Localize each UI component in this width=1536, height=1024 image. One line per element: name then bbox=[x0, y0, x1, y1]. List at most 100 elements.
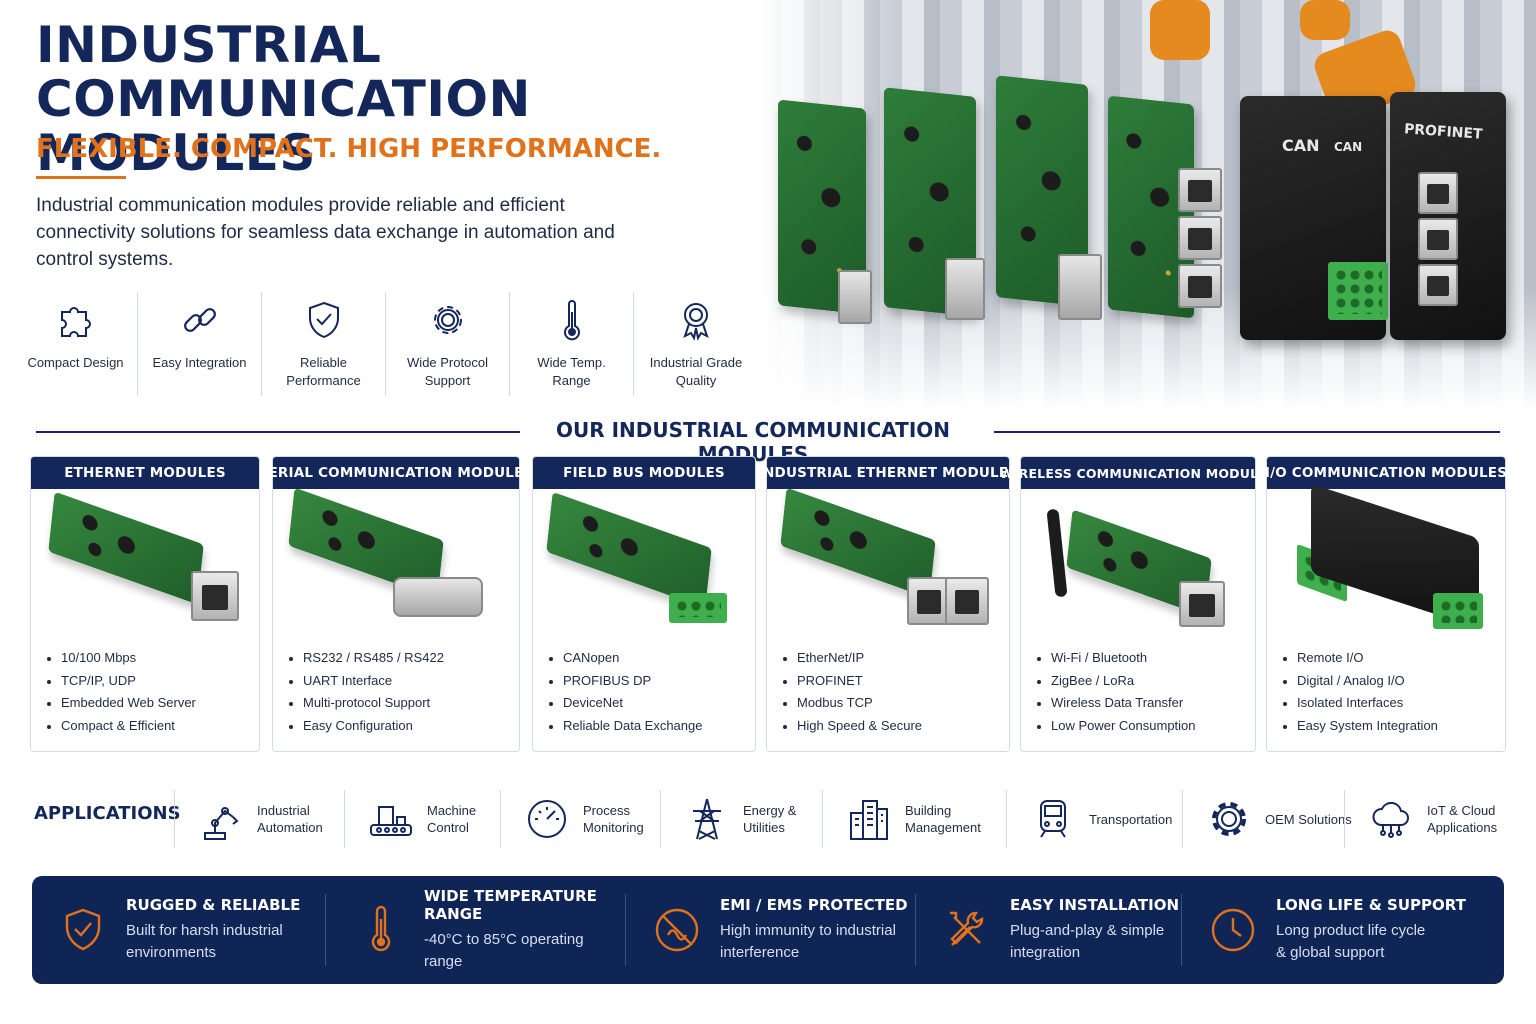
benefit-description: Plug-and-play & simple integration bbox=[1010, 922, 1165, 961]
section-divider-right bbox=[994, 431, 1500, 433]
feature-wide-protocol-support: Wide Protocol Support bbox=[386, 292, 510, 396]
application-building-management: Building Management bbox=[822, 790, 995, 848]
benefit-description: Long product life cycle & global support bbox=[1276, 922, 1426, 961]
benefit-emi-ems-protected: EMI / EMS PROTECTED High immunity to ind… bbox=[626, 894, 916, 966]
benefit-wide-temperature-range: WIDE TEMPERATURE RANGE -40°C to 85°C ope… bbox=[326, 887, 626, 970]
module-card-industrial-ethernet[interactable]: INDUSTRIAL ETHERNET MODULES EtherNet/IP … bbox=[758, 456, 1018, 752]
application-label: Energy & Utilities bbox=[743, 803, 797, 835]
list-item: CANopen bbox=[549, 647, 755, 670]
shield-check-icon bbox=[308, 301, 339, 339]
application-process-monitoring: Process Monitoring bbox=[500, 790, 673, 848]
application-label: Industrial Automation bbox=[257, 803, 323, 835]
tagline-underline bbox=[36, 176, 126, 179]
link-icon bbox=[183, 308, 216, 332]
feature-label: Industrial Grade Quality bbox=[649, 355, 743, 388]
list-item: DeviceNet bbox=[549, 692, 755, 715]
application-label: Building Management bbox=[905, 803, 981, 835]
list-item: Low Power Consumption bbox=[1037, 715, 1255, 738]
feature-label: Reliable Performance bbox=[286, 355, 361, 388]
thermometer-icon bbox=[371, 905, 391, 952]
module-feature-list: Remote I/O Digital / Analog I/O Isolated… bbox=[1267, 647, 1505, 737]
thermometer-icon bbox=[563, 300, 580, 341]
gear-icon bbox=[433, 306, 462, 334]
list-item: Wi-Fi / Bluetooth bbox=[1037, 647, 1255, 670]
train-icon bbox=[1040, 800, 1066, 838]
module-card-wireless[interactable]: WIRELESS COMMUNICATION MODULES Wi-Fi / B… bbox=[1000, 456, 1276, 752]
page-title-line1: INDUSTRIAL bbox=[36, 16, 382, 74]
page-tagline: FLEXIBLE. COMPACT. HIGH PERFORMANCE. bbox=[36, 134, 662, 164]
module-card-title: WIRELESS COMMUNICATION MODULES bbox=[1000, 457, 1276, 489]
page-title: INDUSTRIAL COMMUNICATION MODULES bbox=[36, 18, 756, 180]
io-module-image bbox=[1267, 483, 1505, 639]
gear-icon bbox=[1212, 802, 1246, 836]
application-transportation: Transportation bbox=[1006, 790, 1179, 848]
module-card-title: FIELD BUS MODULES bbox=[533, 457, 755, 489]
clock-icon bbox=[1211, 908, 1255, 952]
feature-industrial-grade-quality: Industrial Grade Quality bbox=[634, 292, 758, 396]
list-item: TCP/IP, UDP bbox=[47, 670, 259, 693]
application-label: Transportation bbox=[1089, 811, 1173, 827]
list-item: UART Interface bbox=[289, 670, 519, 693]
list-item: ZigBee / LoRa bbox=[1037, 670, 1255, 693]
application-energy-utilities: Energy & Utilities bbox=[660, 790, 833, 848]
benefit-description: Built for harsh industrial environments bbox=[126, 922, 283, 961]
list-item: PROFINET bbox=[783, 670, 1009, 693]
list-item: RS232 / RS485 / RS422 bbox=[289, 647, 519, 670]
ethernet-module-image bbox=[31, 489, 259, 639]
list-item: Compact & Efficient bbox=[47, 715, 259, 738]
application-label: IoT & Cloud Applications bbox=[1427, 803, 1498, 835]
feature-easy-integration: Easy Integration bbox=[138, 292, 262, 396]
module-card-io[interactable]: I/O COMMUNICATION MODULES Remote I/O Dig… bbox=[1265, 456, 1507, 752]
antenna-icon bbox=[1046, 508, 1068, 598]
list-item: Reliable Data Exchange bbox=[549, 715, 755, 738]
feature-list: Compact Design Easy Integration Reliable… bbox=[14, 292, 758, 396]
robot-arm-icon bbox=[204, 807, 239, 840]
feature-reliable-performance: Reliable Performance bbox=[262, 292, 386, 396]
module-card-serial[interactable]: SERIAL COMMUNICATION MODULES RS232 / RS4… bbox=[259, 456, 533, 752]
list-item: Easy System Integration bbox=[1283, 715, 1505, 738]
benefit-rugged-reliable: RUGGED & RELIABLE Built for harsh indust… bbox=[32, 894, 326, 966]
application-machine-control: Machine Control bbox=[344, 790, 517, 848]
cloud-network-icon bbox=[1372, 801, 1409, 838]
application-industrial-automation: Industrial Automation bbox=[174, 790, 347, 848]
buildings-icon bbox=[850, 800, 888, 840]
list-item: Isolated Interfaces bbox=[1283, 692, 1505, 715]
power-tower-icon bbox=[693, 798, 721, 840]
list-item: EtherNet/IP bbox=[783, 647, 1009, 670]
module-card-field-bus[interactable]: FIELD BUS MODULES CANopen PROFIBUS DP De… bbox=[532, 456, 756, 752]
can-box-small-label: CAN bbox=[1334, 140, 1363, 154]
benefit-easy-installation: EASY INSTALLATION Plug-and-play & simple… bbox=[916, 894, 1182, 966]
benefit-title: RUGGED & RELIABLE bbox=[126, 896, 301, 914]
module-feature-list: Wi-Fi / Bluetooth ZigBee / LoRa Wireless… bbox=[1021, 647, 1255, 737]
benefit-description: -40°C to 85°C operating range bbox=[424, 931, 584, 970]
emi-protected-icon bbox=[655, 908, 699, 952]
page-title-line2: COMMUNICATION MODULES bbox=[36, 70, 531, 182]
list-item: Digital / Analog I/O bbox=[1283, 670, 1505, 693]
benefit-title: EASY INSTALLATION bbox=[1010, 896, 1180, 914]
application-label: Process Monitoring bbox=[583, 803, 644, 835]
benefits-banner: RUGGED & RELIABLE Built for harsh indust… bbox=[32, 876, 1504, 984]
module-card-ethernet[interactable]: ETHERNET MODULES 10/100 Mbps TCP/IP, UDP… bbox=[30, 456, 260, 752]
feature-label: Wide Protocol Support bbox=[407, 355, 488, 388]
benefit-title: EMI / EMS PROTECTED bbox=[720, 896, 908, 914]
feature-label: Easy Integration bbox=[152, 355, 247, 370]
list-item: Multi-protocol Support bbox=[289, 692, 519, 715]
module-feature-list: EtherNet/IP PROFINET Modbus TCP High Spe… bbox=[767, 647, 1009, 737]
page-description: Industrial communication modules provide… bbox=[36, 195, 615, 270]
application-label: OEM Solutions bbox=[1265, 811, 1352, 827]
list-item: Wireless Data Transfer bbox=[1037, 692, 1255, 715]
factory-machine-icon bbox=[370, 806, 412, 836]
module-card-title: SERIAL COMMUNICATION MODULES bbox=[259, 457, 533, 489]
application-iot-cloud: IoT & Cloud Applications bbox=[1344, 790, 1517, 848]
feature-wide-temp-range: Wide Temp. Range bbox=[510, 292, 634, 396]
list-item: Easy Configuration bbox=[289, 715, 519, 738]
gauge-icon bbox=[528, 800, 566, 838]
module-card-title: I/O COMMUNICATION MODULES bbox=[1265, 457, 1507, 489]
benefit-title: WIDE TEMPERATURE RANGE bbox=[424, 887, 597, 923]
list-item: High Speed & Secure bbox=[783, 715, 1009, 738]
field-bus-module-image bbox=[533, 489, 755, 639]
module-feature-list: RS232 / RS485 / RS422 UART Interface Mul… bbox=[273, 647, 519, 737]
application-oem-solutions: OEM Solutions bbox=[1182, 790, 1355, 848]
module-feature-list: 10/100 Mbps TCP/IP, UDP Embedded Web Ser… bbox=[31, 647, 259, 737]
industrial-ethernet-module-image bbox=[767, 487, 1009, 639]
